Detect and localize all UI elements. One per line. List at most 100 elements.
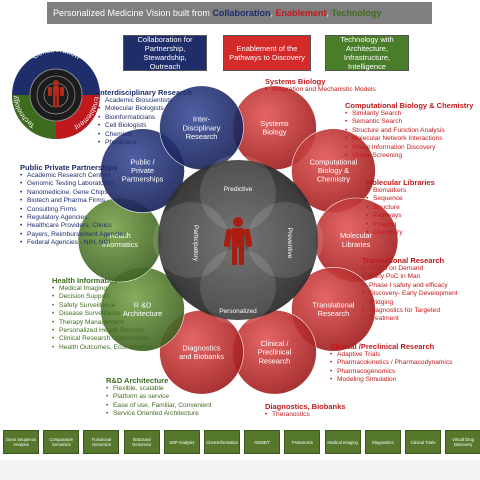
translational-section: Translational Research TGEN on DemandEar… <box>362 256 458 324</box>
interdisciplinary-list: Academic BioscientistsMolecular Biologis… <box>98 97 192 148</box>
health-informatics-section: Health Informatics Medical ImagingDecisi… <box>52 276 154 353</box>
list-item: Biomarkers <box>366 187 435 196</box>
label-predictive: Predictive <box>224 186 253 193</box>
list-item: Safety Surveillance <box>52 302 154 311</box>
technology-box: Technology with Architecture, Infrastruc… <box>325 35 409 71</box>
venn-participatory <box>153 202 229 278</box>
list-item: Flexible, scalable <box>106 385 212 394</box>
list-item: Genomic Testing Laboratories <box>20 180 126 189</box>
list-item: Federal Agencies - NIH, NCI <box>20 239 126 248</box>
list-item: Cell Biologists <box>98 122 192 131</box>
title-prefix: Personalized Medicine Vision built from <box>53 8 210 18</box>
list-item: Medical Imaging <box>52 285 154 294</box>
tile-clinical-trials: Clinical Trials <box>405 430 441 454</box>
list-item: Diagnostics for Targeted <box>362 307 458 316</box>
systems-biology-section: Systems Biology Integration and Mechanis… <box>265 77 376 95</box>
comp-bio-section: Computational Biology & Chemistry Simila… <box>345 101 474 161</box>
comp-bio-title: Computational Biology & Chemistry <box>345 101 474 110</box>
list-item: Treatment <box>369 315 399 323</box>
mol-lib-section: Molecular Libraries BiomarkersSequenceSt… <box>366 178 435 238</box>
title-sep: , <box>270 8 276 18</box>
list-item: TGEN on Demand <box>362 265 458 274</box>
clinical-title: Clinical /Preclinical Research <box>330 342 435 351</box>
enablement-box: Enablement of the Pathways to Discovery <box>223 35 311 71</box>
title-enablement: Enablement <box>275 8 327 18</box>
list-item: Early PoC in Man <box>362 273 458 282</box>
label-preventive: Preventive <box>286 228 293 259</box>
bottom-strip <box>0 460 480 480</box>
list-item: Nanomedicine, Gene Chips <box>20 189 126 198</box>
list-item: Biotech and Pharma Firms <box>20 197 126 206</box>
venn-predictive <box>200 155 276 231</box>
tile-snp-analysis: SNP Analysis <box>163 430 200 454</box>
list-item: Chemists <box>98 131 192 140</box>
clinical-section: Clinical /Preclinical Research Adaptive … <box>330 342 452 385</box>
title-sep: , <box>326 8 332 18</box>
list-item: Discovery- Early Development <box>362 290 458 299</box>
list-item: Bridging <box>369 298 394 306</box>
interdisciplinary-section: Interdisciplinary Research Academic Bios… <box>98 88 192 148</box>
health-informatics-list: Medical ImagingDecision SupportSafety Su… <box>52 285 154 353</box>
tile-comparative-genomics: Comparative Genomics <box>43 430 80 454</box>
tile-adme-t: ADME/T <box>244 430 281 454</box>
list-item: Chemistry <box>366 229 435 238</box>
logo-human-figure <box>48 80 64 107</box>
label-personalized: Personalized <box>219 308 257 315</box>
list-item: Structure and Function Analysis <box>345 127 473 136</box>
list-item: Consulting Firms <box>20 206 126 215</box>
center-hub: Predictive Preventive Personalized Parti… <box>153 155 323 325</box>
tile-diagnostics: Diagnostics <box>364 430 401 454</box>
list-item: Modeling Simulation <box>330 376 452 385</box>
list-item: Health Outcomes, Econometrics <box>52 344 154 353</box>
list-item: Academic Research Centers <box>20 172 126 181</box>
list-item: Adaptive Trials <box>330 351 452 360</box>
mol-lib-list: BiomarkersSequenceStructurePathwaysImagi… <box>366 187 435 238</box>
interdisciplinary-title: Interdisciplinary Research <box>98 88 192 97</box>
tile-gene-sequence-analysis: Gene Sequence Analysis <box>3 430 39 454</box>
list-item: Visual Information Discovery <box>345 144 473 153</box>
diagnostics-title: Diagnostics, Biobanks <box>265 402 346 411</box>
tile-virtual-drug-discovery: Virtual Drug Discovery <box>445 430 480 454</box>
list-item: Academic Bioscientists <box>98 97 192 106</box>
list-item: Payers, Reimbursement Agencies <box>20 231 126 240</box>
venn-preventive <box>247 202 323 278</box>
collaboration-box: Collaboration for Partnership, Stewardsh… <box>123 35 207 71</box>
list-item: Phase I safety and efficacy <box>362 282 458 291</box>
list-item: Imaging <box>366 221 435 230</box>
list-item: Healthcare Providers, Clinics <box>20 222 126 231</box>
list-item: Molecular Network Interactions <box>345 135 473 144</box>
list-item: Pathways <box>366 212 435 221</box>
tile-medical-imaging: Medical Imaging <box>324 430 361 454</box>
rd-architecture-list: Flexible, scalablePlatform as serviceEas… <box>106 385 212 419</box>
tile-functional-genomics: Functional Genomics <box>83 430 120 454</box>
list-item: Platform as service <box>106 393 212 402</box>
tile-structural-genomics: Structural Genomics <box>123 430 160 454</box>
list-item: Service Oriented Architecture <box>106 410 212 419</box>
list-item: Integration and Mechanistic Models <box>265 86 376 95</box>
mol-lib-title: Molecular Libraries <box>366 178 435 187</box>
comp-bio-list: Similarity SearchSemantic SearchStructur… <box>345 110 473 161</box>
venn-personalized <box>200 249 276 325</box>
tile-cheminformatics: Cheminformatics <box>204 430 240 454</box>
health-informatics-title: Health Informatics <box>52 276 118 285</box>
translational-title: Translational Research <box>362 256 445 265</box>
diagnostics-list: Theranostics <box>265 411 345 420</box>
systems-biology-title: Systems Biology <box>265 77 326 86</box>
translational-list: TGEN on DemandEarly PoC in ManPhase I sa… <box>362 265 458 324</box>
list-item: Regulatory Agencies <box>20 214 126 223</box>
title-technology: Technology <box>331 8 382 18</box>
list-item: Decision Support <box>52 293 154 302</box>
list-item: Physicians <box>98 139 192 148</box>
ppp-list: Academic Research CentersGenomic Testing… <box>20 172 126 248</box>
rd-architecture-section: R&D Architecture Flexible, scalablePlatf… <box>106 376 212 419</box>
ppp-section: Public Private Partnerships Academic Res… <box>20 163 126 248</box>
list-item: Pharmacokinetics / Pharmacodynamics <box>330 359 452 368</box>
list-item: Semantic Search <box>345 118 473 127</box>
